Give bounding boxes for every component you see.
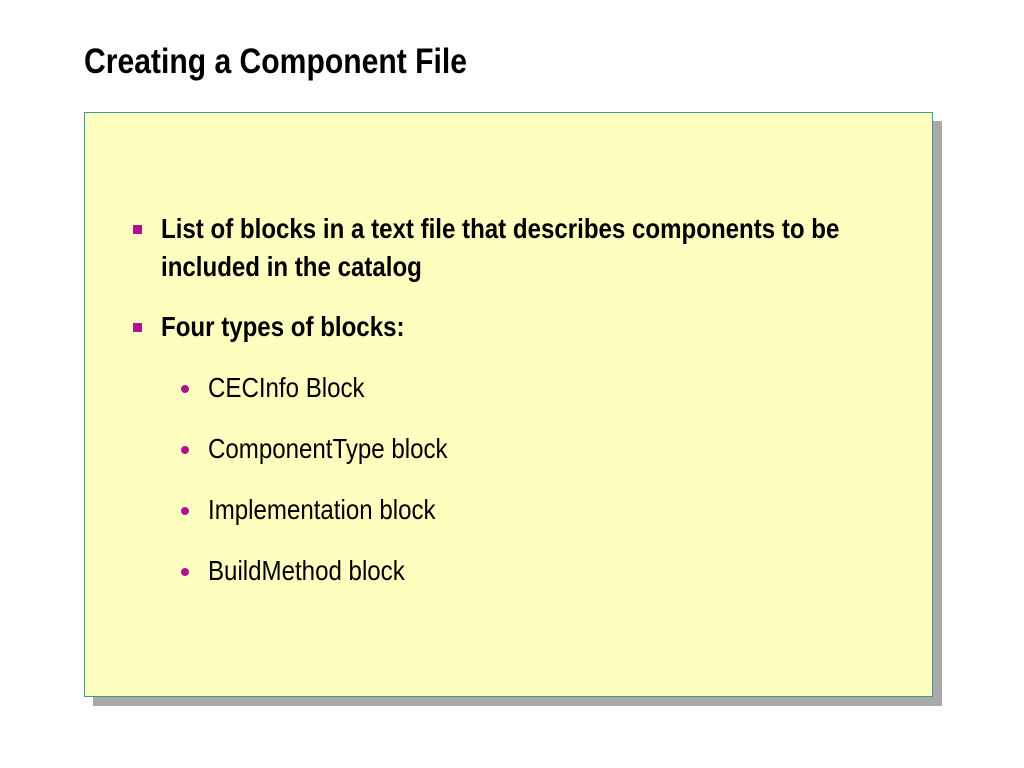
sub-bullet-text: Implementation block bbox=[208, 494, 436, 525]
square-bullet-icon bbox=[133, 225, 142, 234]
bullet-text: List of blocks in a text file that descr… bbox=[161, 213, 840, 282]
sub-bullet-list: CECInfo Block ComponentType block Implem… bbox=[161, 369, 923, 590]
round-bullet-icon bbox=[181, 446, 189, 454]
sub-bullet-item-implementation: Implementation block bbox=[133, 491, 923, 529]
sub-bullet-text: BuildMethod block bbox=[208, 555, 405, 586]
bullet-text: Four types of blocks: bbox=[161, 311, 405, 342]
sub-bullet-text: CECInfo Block bbox=[208, 372, 365, 403]
sub-bullet-item-buildmethod: BuildMethod block bbox=[133, 552, 923, 590]
square-bullet-icon bbox=[133, 323, 142, 332]
sub-bullet-item-componenttype: ComponentType block bbox=[133, 430, 923, 468]
sub-bullet-text: ComponentType block bbox=[208, 433, 448, 464]
round-bullet-icon bbox=[181, 507, 189, 515]
content-panel: List of blocks in a text file that descr… bbox=[84, 112, 933, 697]
slide-title: Creating a Component File bbox=[84, 42, 467, 81]
bullet-item-component-file-description: List of blocks in a text file that descr… bbox=[133, 210, 923, 286]
round-bullet-icon bbox=[181, 385, 189, 393]
round-bullet-icon bbox=[181, 568, 189, 576]
bullet-list: List of blocks in a text file that descr… bbox=[133, 210, 923, 612]
sub-bullet-item-cecinfo: CECInfo Block bbox=[133, 369, 923, 407]
bullet-item-four-types: Four types of blocks: CECInfo Block Comp… bbox=[133, 308, 923, 590]
